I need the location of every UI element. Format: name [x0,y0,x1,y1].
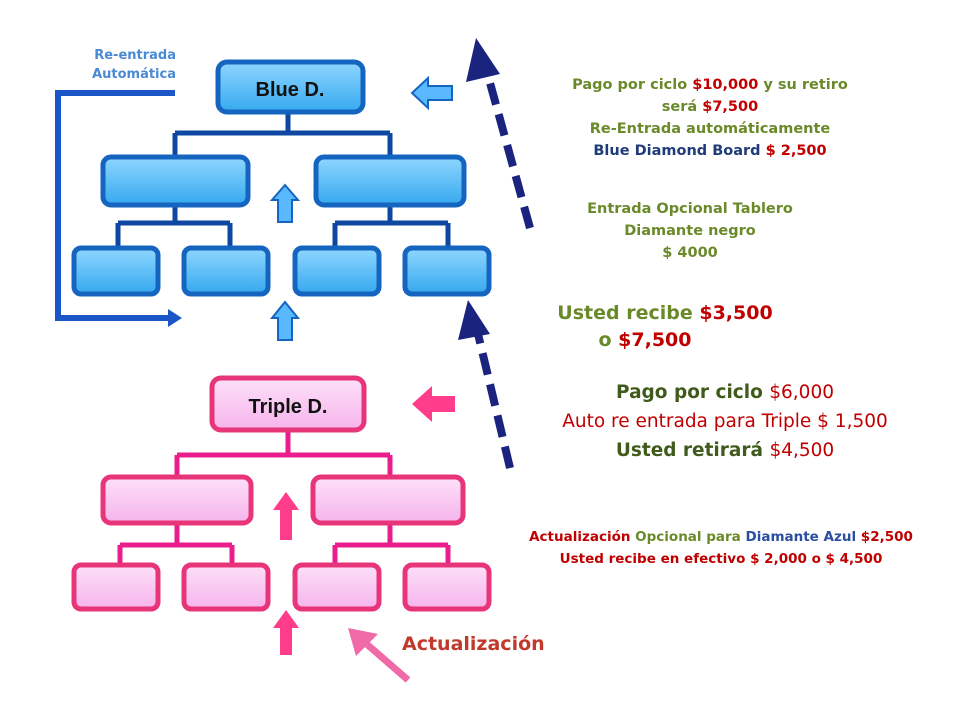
blue-bottom-box-2 [181,245,271,297]
triple-bottom-box-1 [71,562,161,612]
navy-dashed-arrow-lower [474,333,514,469]
pink-up-arrow-lower [273,610,299,655]
receive-l1b: $3,500 [699,302,773,324]
navy-dashed-arrowhead-lower [458,300,490,340]
triple-bottom-box-3 [292,562,382,612]
blue-top-title: Blue D. [256,79,325,101]
black-option-l1: Entrada Opcional Tablero [587,201,793,217]
triple-info-l1b: $6,000 [769,382,834,403]
triple-info-l3b: $4,500 [769,440,835,461]
blue-top-box [215,59,366,115]
upgrade-info-block: Actualización Opcional para Diamante Azu… [505,526,937,570]
triple-info-block: Pago por ciclo $6,000 Auto re entrada pa… [530,378,920,465]
upgrade-info-l1d: $2,500 [860,529,913,545]
blue-info-l1b: $10,000 [692,77,759,93]
triple-info-l3a: Usted retirará [615,440,770,461]
receive-l2b: $7,500 [618,329,692,351]
blue-info-l3: Re-Entrada automáticamente [589,121,831,137]
upgrade-info-l1c: Diamante Azul [745,529,861,545]
blue-up-arrow-upper [269,183,301,223]
blue-info-l2b: $7,500 [702,99,759,115]
reentry-label-line1: Re-entrada [94,48,176,63]
upgrade-diagonal-line [359,637,411,683]
pink-left-arrow [412,386,455,422]
blue-info-l1c: y su retiro [758,77,848,93]
triple-info-l2: Auto re entrada para Triple $ 1,500 [562,411,888,432]
blue-left-arrow [410,75,453,111]
reentry-label-line2: Automática [92,67,176,82]
reentry-arrowhead [168,309,182,327]
triple-mid-box-left [100,474,254,526]
navy-dashed-arrowhead-upper [466,38,500,82]
blue-bottom-box-4 [402,245,492,297]
triple-mid-box-right [310,474,466,526]
upgrade-label: Actualización [402,633,545,655]
black-option-block: Entrada Opcional Tablero Diamante negro … [540,198,840,264]
triple-bottom-box-4 [402,562,492,612]
reentry-label: Re-entrada Automática [70,46,176,84]
reentry-loop-line [55,90,175,321]
triple-top-box [209,375,367,433]
blue-bottom-box-1 [71,245,161,297]
upgrade-info-l1b: Opcional para [635,529,746,545]
blue-info-l1a: Pago por ciclo [572,77,693,93]
blue-up-arrow-lower [269,300,301,341]
upgrade-diagonal-arrowhead [348,628,378,656]
navy-dashed-arrow-upper [483,70,534,230]
black-option-l2: Diamante negro [624,223,756,239]
blue-mid-box-right [313,154,467,208]
receive-block: Usted recibe $3,500 o $7,500 [540,300,790,354]
receive-l2a: o [598,329,619,351]
receive-l1a: Usted recibe [557,302,700,324]
triple-bottom-box-2 [181,562,271,612]
blue-info-l4b: $ 2,500 [765,143,827,159]
triple-info-l1a: Pago por ciclo [616,382,770,403]
pink-up-arrow-upper [273,492,299,540]
triple-board-connectors [117,430,451,566]
upgrade-info-l2: Usted recibe en efectivo $ 2,000 o $ 4,5… [559,551,883,567]
blue-board-connectors [115,110,451,248]
blue-mid-box-left [100,154,251,208]
blue-info-block: Pago por ciclo $10,000 y su retiro será … [520,74,900,162]
blue-bottom-box-3 [292,245,382,297]
blue-info-l2a: será [661,99,703,115]
black-option-l3: $ 4000 [662,245,718,261]
triple-top-title: Triple D. [249,396,328,418]
upgrade-info-l1a: Actualización [529,529,636,545]
blue-info-l4a: Blue Diamond Board [593,143,766,159]
